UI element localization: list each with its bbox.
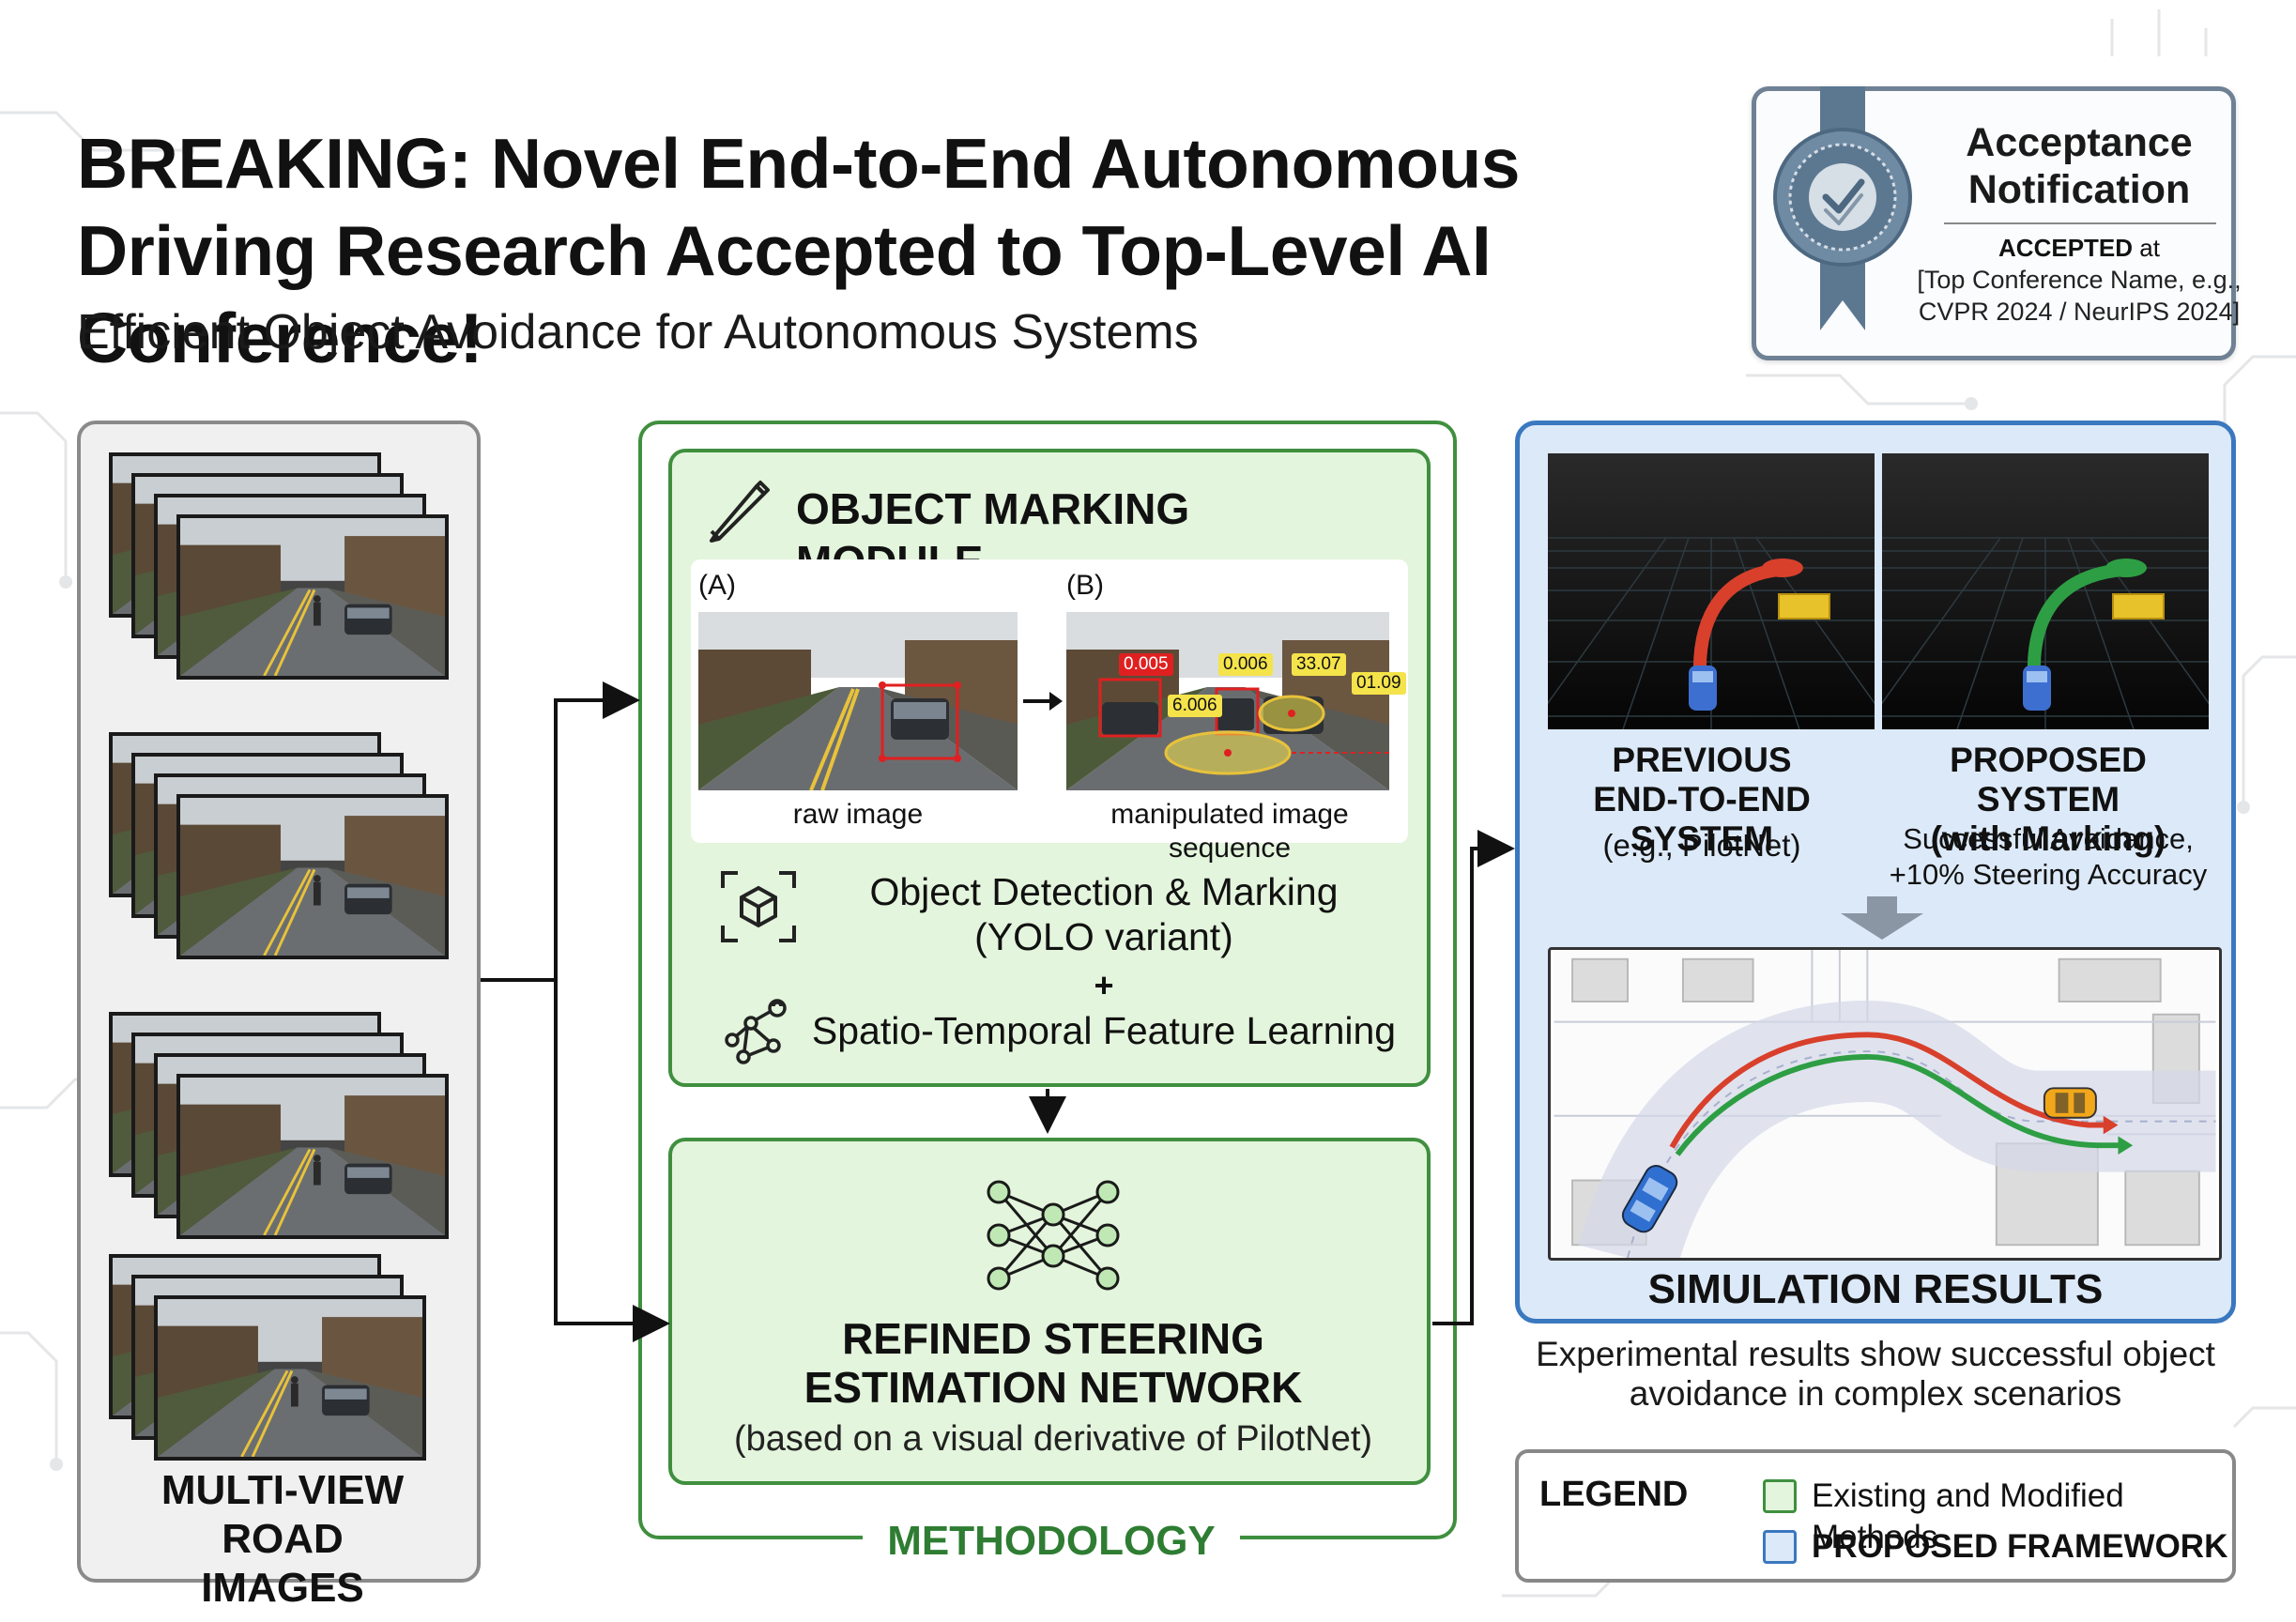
detection-score-label: 6.006 <box>1168 695 1222 717</box>
steering-title-line-2: ESTIMATION NETWORK <box>804 1363 1303 1412</box>
neural-network-icon <box>987 1180 1120 1291</box>
results-panel: PREVIOUS END-TO-END SYSTEM (e.g., PilotN… <box>1515 421 2236 1324</box>
proposed-title-line-1: PROPOSED SYSTEM <box>1950 741 2147 819</box>
acceptance-venue: [Top Conference Name, e.g., CVPR 2024 / … <box>1917 266 2242 326</box>
detection-text: Object Detection & Marking (YOLO variant… <box>804 869 1404 959</box>
manipulated-image <box>1066 612 1389 790</box>
image-stack-2 <box>109 732 449 959</box>
tag-a: (A) <box>698 570 736 601</box>
proposed-title-line-2: (with Marking) <box>1930 819 2166 858</box>
raw-image-caption: raw image <box>792 799 924 830</box>
input-panel: ⋮ MULTI-VIEW ROAD IMAGES <box>77 421 481 1611</box>
steering-network-title: REFINED STEERING ESTIMATION NETWORK <box>672 1314 1434 1412</box>
legend-item-existing: Existing and Modified Methods <box>1812 1477 2124 1555</box>
acceptance-card: Acceptance Notification ACCEPTED at [Top… <box>1752 86 2242 360</box>
detection-score-label: 0.006 <box>1218 653 1273 676</box>
arrow-icon <box>1023 692 1063 711</box>
previous-title-line-2: END-TO-END SYSTEM <box>1593 780 1811 858</box>
proposed-note-line-1: Successful Avoidance, <box>1903 822 2194 855</box>
steering-network-module: REFINED STEERING ESTIMATION NETWORK (bas… <box>668 1138 1431 1485</box>
input-panel-label: MULTI-VIEW ROAD IMAGES <box>81 1466 484 1613</box>
subtitle: Efficient Object Avoidance for Autonomou… <box>77 305 1199 360</box>
proposed-system-sim-view <box>1882 453 2209 729</box>
previous-system-sim-view <box>1548 453 1875 729</box>
graph-node-icon <box>725 999 787 1064</box>
cube-detect-icon <box>721 871 796 942</box>
input-panel-label-text: MULTI-VIEW ROAD IMAGES <box>161 1467 405 1611</box>
legend-swatch-proposed <box>1763 1530 1797 1564</box>
results-caption-line-1: Experimental results show successful obj… <box>1536 1335 2215 1373</box>
proposed-system-title: PROPOSED SYSTEM (with Marking) <box>1876 741 2220 859</box>
image-stack-4 <box>109 1254 426 1461</box>
detection-score-label: 0.005 <box>1119 653 1173 676</box>
legend-swatch-existing <box>1763 1479 1797 1513</box>
detection-line-1: Object Detection & Marking <box>869 870 1339 913</box>
previous-system-note: (e.g., PilotNet) <box>1602 828 1801 863</box>
tag-b: (B) <box>1066 570 1104 601</box>
image-stack-1 <box>109 452 449 680</box>
top-view-simulation <box>1548 947 2222 1261</box>
methodology-label: METHODOLOGY <box>642 1515 1461 1568</box>
marking-image-panel: (A) (B) <box>691 559 1408 864</box>
headline: BREAKING: Novel End-to-End Autonomous Dr… <box>77 124 1520 377</box>
proposed-note-line-2: +10% Steering Accuracy <box>1889 858 2208 891</box>
simulation-results-title: SIMULATION RESULTS <box>1647 1266 2104 1312</box>
raw-image <box>698 612 1018 790</box>
road-image <box>176 514 449 680</box>
pencil-icon <box>710 481 770 543</box>
acceptance-status-suffix: at <box>2133 234 2160 262</box>
legend-item-proposed: PROPOSED FRAMEWORK <box>1812 1528 2228 1565</box>
acceptance-title: Acceptance Notification <box>1966 120 2193 212</box>
detection-score-label: 33.07 <box>1292 653 1346 676</box>
methodology-label-text: METHODOLOGY <box>863 1515 1240 1568</box>
results-caption-line-2: avoidance in complex scenarios <box>1629 1374 2122 1413</box>
road-image <box>176 794 449 959</box>
previous-title-line-1: PREVIOUS <box>1612 741 1792 779</box>
detection-score-label: 01.09 <box>1352 672 1406 695</box>
road-image <box>176 1074 449 1239</box>
spatio-temporal-text: Spatio-Temporal Feature Learning <box>811 1009 1397 1052</box>
image-stack-3 <box>109 1012 449 1239</box>
legend: LEGEND Existing and Modified Methods PRO… <box>1515 1449 2236 1583</box>
down-arrow-icon <box>1841 896 1923 940</box>
object-marking-module: OBJECT MARKING MODULE (A) (B) <box>668 449 1431 1087</box>
manipulated-image-caption: manipulated image sequence <box>1110 799 1349 864</box>
results-caption: Experimental results show successful obj… <box>1515 1335 2236 1414</box>
road-image <box>154 1295 426 1461</box>
previous-system-title: PREVIOUS END-TO-END SYSTEM <box>1529 741 1875 859</box>
acceptance-status-word: ACCEPTED <box>1998 234 2134 262</box>
detection-line-2: (YOLO variant) <box>974 915 1233 958</box>
proposed-system-note: Successful Avoidance, +10% Steering Accu… <box>1876 821 2220 893</box>
legend-title: LEGEND <box>1539 1475 1689 1514</box>
steering-title-line-1: REFINED STEERING <box>842 1314 1264 1363</box>
acceptance-divider <box>1944 222 2216 224</box>
plus-sign: + <box>1094 966 1114 1004</box>
steering-network-subtitle: (based on a visual derivative of PilotNe… <box>733 1419 1373 1459</box>
acceptance-status: ACCEPTED at <box>1929 232 2229 264</box>
ribbon-seal-icon <box>1773 86 1912 330</box>
